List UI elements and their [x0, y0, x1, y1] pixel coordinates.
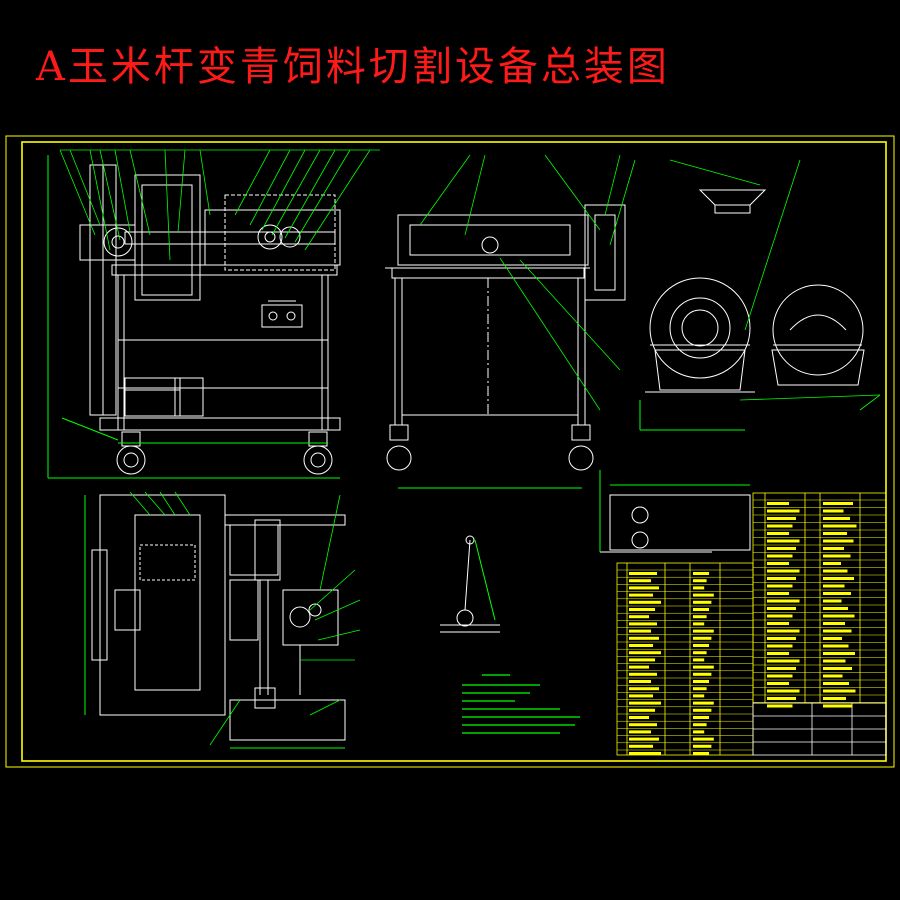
detail-view-drum-left — [639, 277, 755, 431]
drawing-title: A玉米杆变青饲料切割设备总装图 — [36, 44, 670, 90]
plan-view — [84, 494, 346, 749]
sheet-border — [5, 135, 895, 768]
linkage-detail — [440, 535, 500, 633]
front-view — [47, 155, 341, 479]
parts-list-entries — [629, 502, 857, 755]
detail-view-top — [698, 189, 767, 214]
side-view-leaders — [419, 154, 636, 411]
technical-notes — [462, 674, 580, 734]
plan-view-leaders — [129, 491, 361, 746]
detail-view-drum-right — [771, 284, 865, 386]
title-block — [752, 702, 887, 756]
side-view — [385, 204, 626, 489]
parts-list-left — [616, 562, 754, 756]
parts-list-rows — [617, 499, 886, 751]
front-view-leaders — [59, 149, 380, 261]
detail-leaders — [669, 159, 881, 411]
section-detail — [599, 470, 751, 553]
